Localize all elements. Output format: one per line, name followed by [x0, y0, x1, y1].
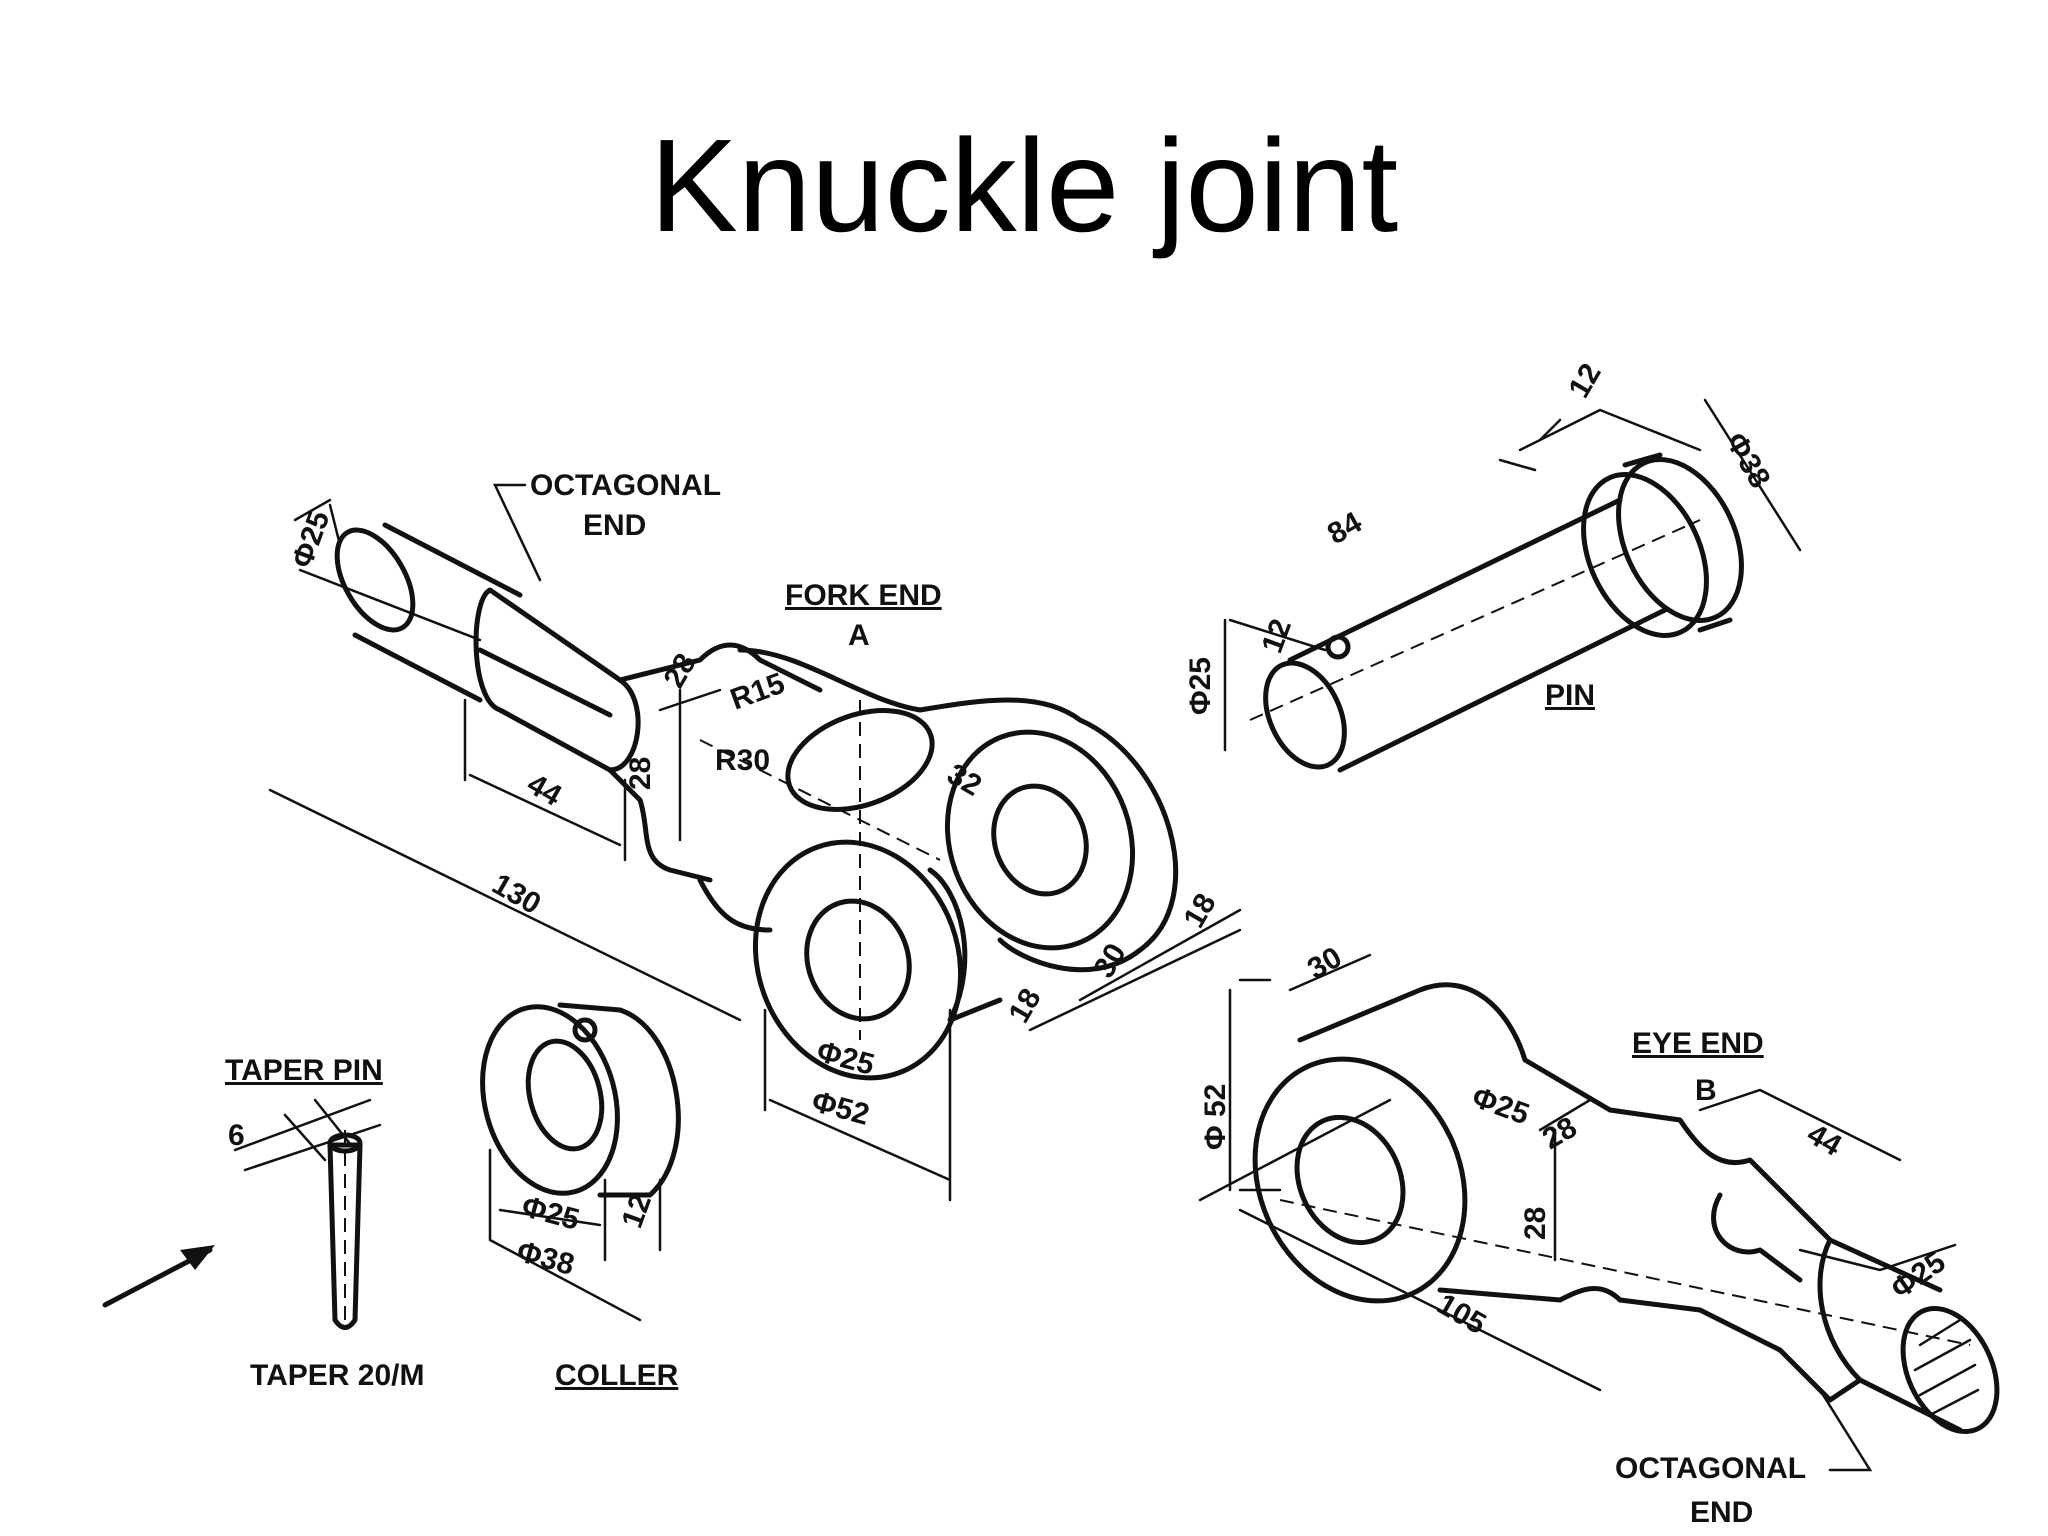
- eye-dimension-text: 30 Φ 52 Φ25 28 28 44 105 Φ25 EYE END B O…: [1199, 941, 1952, 1529]
- fork-end-label: FORK END: [785, 579, 942, 612]
- dim-fork-30: 30: [1087, 938, 1132, 983]
- dim-eye-28a: 28: [1537, 1111, 1582, 1156]
- pin-label: PIN: [1545, 679, 1595, 712]
- dim-collar-hole: Φ25: [518, 1190, 583, 1237]
- dim-eye-rod: Φ25: [1885, 1245, 1951, 1305]
- fork-end-letter: A: [848, 619, 870, 652]
- dim-fork-rod-dia: Φ25: [286, 507, 337, 573]
- dim-fork-neck-a: 28: [657, 648, 702, 693]
- eye-end-letter: B: [1695, 1074, 1717, 1107]
- dim-fork-18a: 18: [1002, 983, 1047, 1028]
- dim-eye-30: 30: [1302, 941, 1347, 986]
- dim-fork-44: 44: [522, 767, 568, 812]
- octagonal-end-top-line2: END: [583, 509, 646, 542]
- fork-dimension-lines: [268, 498, 1242, 1202]
- dim-fork-hole: Φ25: [813, 1035, 878, 1082]
- dim-pin-84: 84: [1322, 506, 1368, 551]
- view-arrow-icon: [180, 1245, 215, 1270]
- dim-fork-boss: Φ52: [808, 1085, 873, 1132]
- fork-end-part: [334, 522, 1179, 1081]
- page-title: Knuckle joint: [649, 112, 1399, 259]
- dim-collar-od: Φ38: [513, 1235, 578, 1282]
- octagonal-end-bottom-line2: END: [1690, 1496, 1753, 1529]
- dim-fork-130: 130: [487, 867, 547, 921]
- taper-pin-label: TAPER PIN: [225, 1054, 383, 1087]
- dim-taper-6: 6: [228, 1119, 245, 1152]
- collar-part: Φ25 Φ38 12 COLLER: [480, 1002, 681, 1392]
- dim-fork-32: 32: [942, 757, 987, 802]
- fork-labels: OCTAGONAL END FORK END A: [493, 469, 942, 652]
- dim-eye-28b: 28: [1519, 1207, 1552, 1240]
- dim-pin-12a: 12: [1562, 358, 1607, 403]
- eye-dimension-lines: [1198, 953, 1957, 1392]
- dim-eye-44: 44: [1802, 1117, 1848, 1162]
- dim-pin-dia: Φ25: [1184, 657, 1217, 715]
- collar-label: COLLER: [555, 1359, 679, 1392]
- pin-part: [1223, 398, 1802, 773]
- dim-eye-52: Φ 52: [1199, 1084, 1232, 1150]
- dim-fork-neck-b: 28: [624, 757, 657, 790]
- taper-pin-part: TAPER PIN 6 TAPER 20/M: [102, 1054, 424, 1392]
- octagonal-end-top-line1: OCTAGONAL: [530, 469, 721, 502]
- octagonal-end-bottom-line1: OCTAGONAL: [1615, 1452, 1806, 1485]
- eye-end-label: EYE END: [1632, 1027, 1764, 1060]
- dim-fork-18b: 18: [1177, 888, 1222, 933]
- pin-dimension-text: 12 Φ38 84 Φ25 12 PIN: [1184, 358, 1777, 715]
- dim-eye-hole: Φ25: [1468, 1081, 1534, 1132]
- eye-end-part: [1252, 982, 2000, 1435]
- dim-fork-r15: R15: [726, 667, 789, 717]
- dim-fork-r30: R30: [715, 744, 770, 777]
- dim-pin-12b: 12: [1256, 615, 1298, 658]
- taper-label: TAPER 20/M: [250, 1359, 424, 1392]
